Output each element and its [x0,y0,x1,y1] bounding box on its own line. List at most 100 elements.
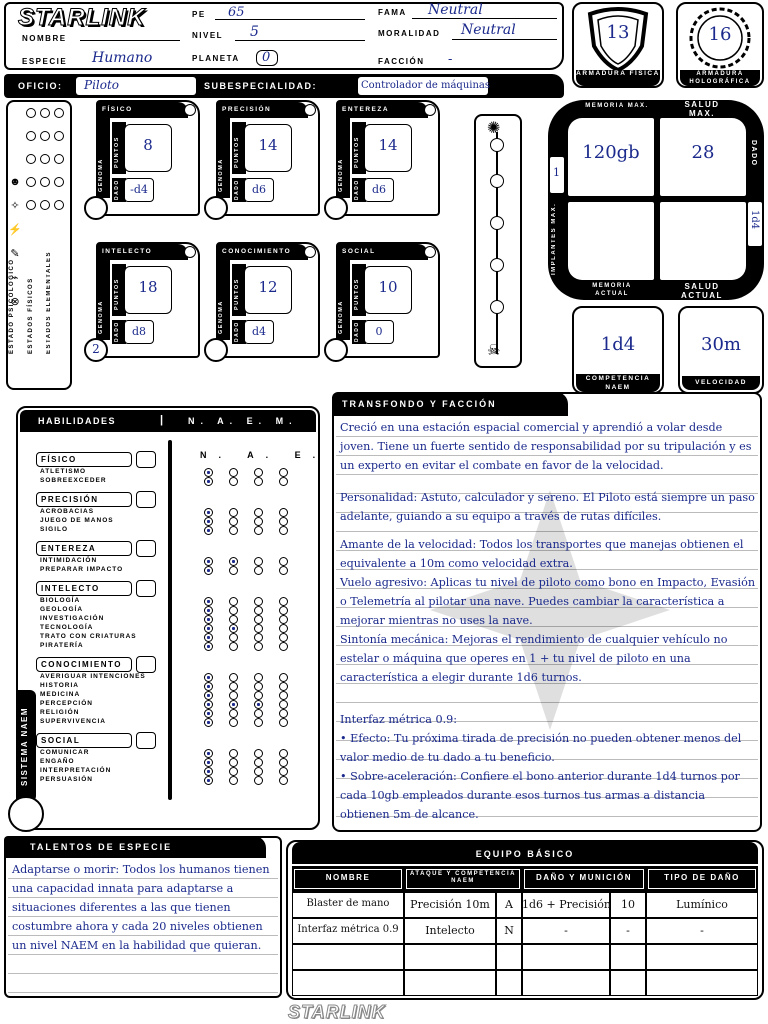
skill-level-dot[interactable] [254,468,263,477]
skill-level-dot[interactable] [279,624,288,633]
naem-circle[interactable] [8,796,44,832]
status-dot[interactable] [26,200,36,210]
skill-level-dot[interactable] [254,615,263,624]
skill-level-dot[interactable] [254,709,263,718]
skill-level-dot[interactable] [279,682,288,691]
equipment-cell[interactable] [522,944,610,970]
skill-level-dot[interactable] [279,468,288,477]
skill-level-dot[interactable] [279,749,288,758]
skill-level-dot[interactable] [254,758,263,767]
skill-level-dot[interactable] [279,691,288,700]
skill-level-dot[interactable] [229,633,238,642]
skill-level-dot[interactable] [279,557,288,566]
progress-step[interactable] [490,174,504,188]
skill-level-dot[interactable] [279,642,288,651]
skill-level-dot[interactable] [254,691,263,700]
skill-level-dot[interactable] [229,749,238,758]
skill-level-dot[interactable] [254,718,263,727]
equipment-cell[interactable] [404,892,496,918]
skill-level-dot[interactable] [204,718,213,727]
equipment-cell[interactable] [404,970,496,996]
skill-level-dot[interactable] [204,758,213,767]
subspecialty-field[interactable] [358,77,488,95]
skill-level-dot[interactable] [254,642,263,651]
memory-current-box[interactable] [568,202,654,280]
equipment-cell[interactable] [646,944,758,970]
skill-level-dot[interactable] [204,508,213,517]
skill-level-dot[interactable] [204,526,213,535]
status-dot[interactable] [54,200,64,210]
skill-level-dot[interactable] [279,615,288,624]
memory-max-box[interactable] [568,118,654,196]
skill-level-dot[interactable] [229,709,238,718]
points-box[interactable] [364,266,412,314]
skill-level-dot[interactable] [204,597,213,606]
skill-level-dot[interactable] [229,673,238,682]
equipment-cell[interactable] [610,970,646,996]
skill-level-dot[interactable] [279,597,288,606]
skill-level-dot[interactable] [254,633,263,642]
skill-level-dot[interactable] [204,566,213,575]
dice-box[interactable] [364,178,394,202]
dice-box[interactable] [244,178,274,202]
skill-level-dot[interactable] [204,642,213,651]
skill-level-dot[interactable] [204,468,213,477]
status-dots[interactable] [26,108,68,210]
office-field[interactable] [76,77,196,95]
skill-level-dot[interactable] [279,633,288,642]
bonus-circle[interactable] [204,196,228,220]
skill-level-dot[interactable] [229,758,238,767]
skill-level-dot[interactable] [254,682,263,691]
skill-level-dot[interactable] [229,468,238,477]
skill-level-dot[interactable] [204,517,213,526]
bonus-circle[interactable] [204,338,228,362]
points-box[interactable] [124,266,172,314]
skill-level-dot[interactable] [254,526,263,535]
skill-level-dot[interactable] [229,606,238,615]
skill-level-dot[interactable] [204,749,213,758]
skill-level-dot[interactable] [204,673,213,682]
equipment-cell[interactable] [496,970,522,996]
skill-level-dot[interactable] [279,517,288,526]
equipment-cell[interactable] [610,944,646,970]
skill-level-dot[interactable] [204,606,213,615]
skill-level-dot[interactable] [229,776,238,785]
status-dot[interactable] [26,131,36,141]
equipment-cell[interactable] [646,970,758,996]
status-dot[interactable] [26,108,36,118]
skill-level-dot[interactable] [229,597,238,606]
progress-step[interactable] [490,216,504,230]
bonus-circle[interactable] [84,338,108,362]
planet-field[interactable] [256,50,278,66]
health-current-box[interactable] [660,202,746,280]
skill-level-dot[interactable] [279,526,288,535]
skill-level-dot[interactable] [229,767,238,776]
skill-level-dot[interactable] [254,673,263,682]
equipment-cell[interactable] [610,918,646,944]
skill-level-dot[interactable] [229,508,238,517]
equipment-cell[interactable] [522,918,610,944]
skill-level-dot[interactable] [254,508,263,517]
skill-level-dot[interactable] [204,767,213,776]
status-dot[interactable] [40,154,50,164]
skill-level-dot[interactable] [204,682,213,691]
skill-level-dot[interactable] [204,709,213,718]
equipment-cell[interactable] [292,918,404,944]
skill-level-dot[interactable] [279,709,288,718]
skill-level-dot[interactable] [279,718,288,727]
status-dot[interactable] [54,177,64,187]
equipment-cell[interactable] [404,918,496,944]
points-box[interactable] [124,124,172,172]
skill-level-dot[interactable] [279,606,288,615]
skill-level-dot[interactable] [254,767,263,776]
skill-level-dot[interactable] [254,517,263,526]
skill-level-dot[interactable] [254,624,263,633]
dice-box[interactable] [124,320,154,344]
skill-level-dot[interactable] [204,557,213,566]
points-box[interactable] [244,266,292,314]
skill-level-dot[interactable] [254,776,263,785]
skill-level-dot[interactable] [279,700,288,709]
progress-step[interactable] [490,300,504,314]
equipment-cell[interactable] [292,944,404,970]
dice-box[interactable] [364,320,394,344]
